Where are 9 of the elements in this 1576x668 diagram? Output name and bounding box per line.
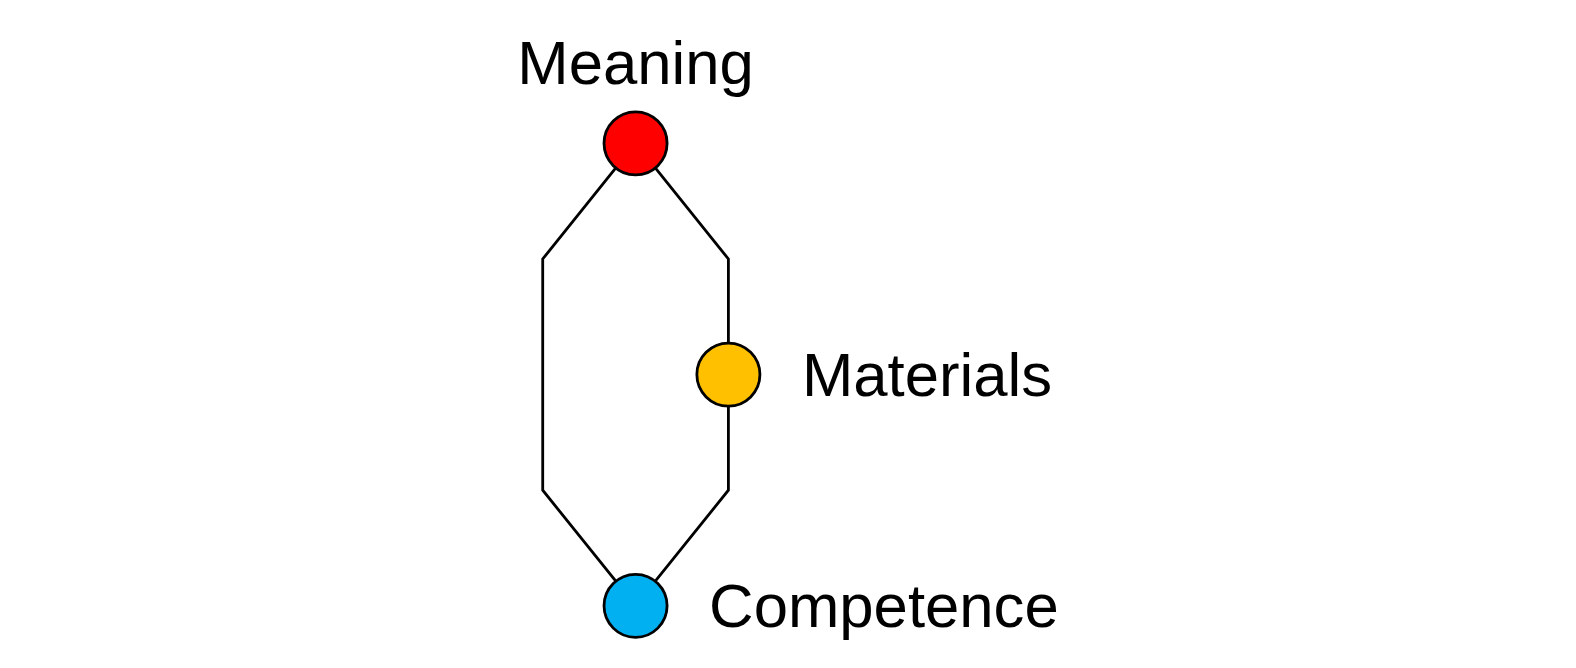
connector <box>654 167 730 344</box>
node-caption: Meaning <box>517 27 754 97</box>
node-circle <box>602 110 669 177</box>
node-circle <box>602 572 669 639</box>
connector <box>541 167 617 583</box>
node-caption: Competence <box>709 570 1059 640</box>
node-caption: Materials <box>801 339 1053 409</box>
connector <box>654 406 730 583</box>
node-circle <box>695 341 762 408</box>
